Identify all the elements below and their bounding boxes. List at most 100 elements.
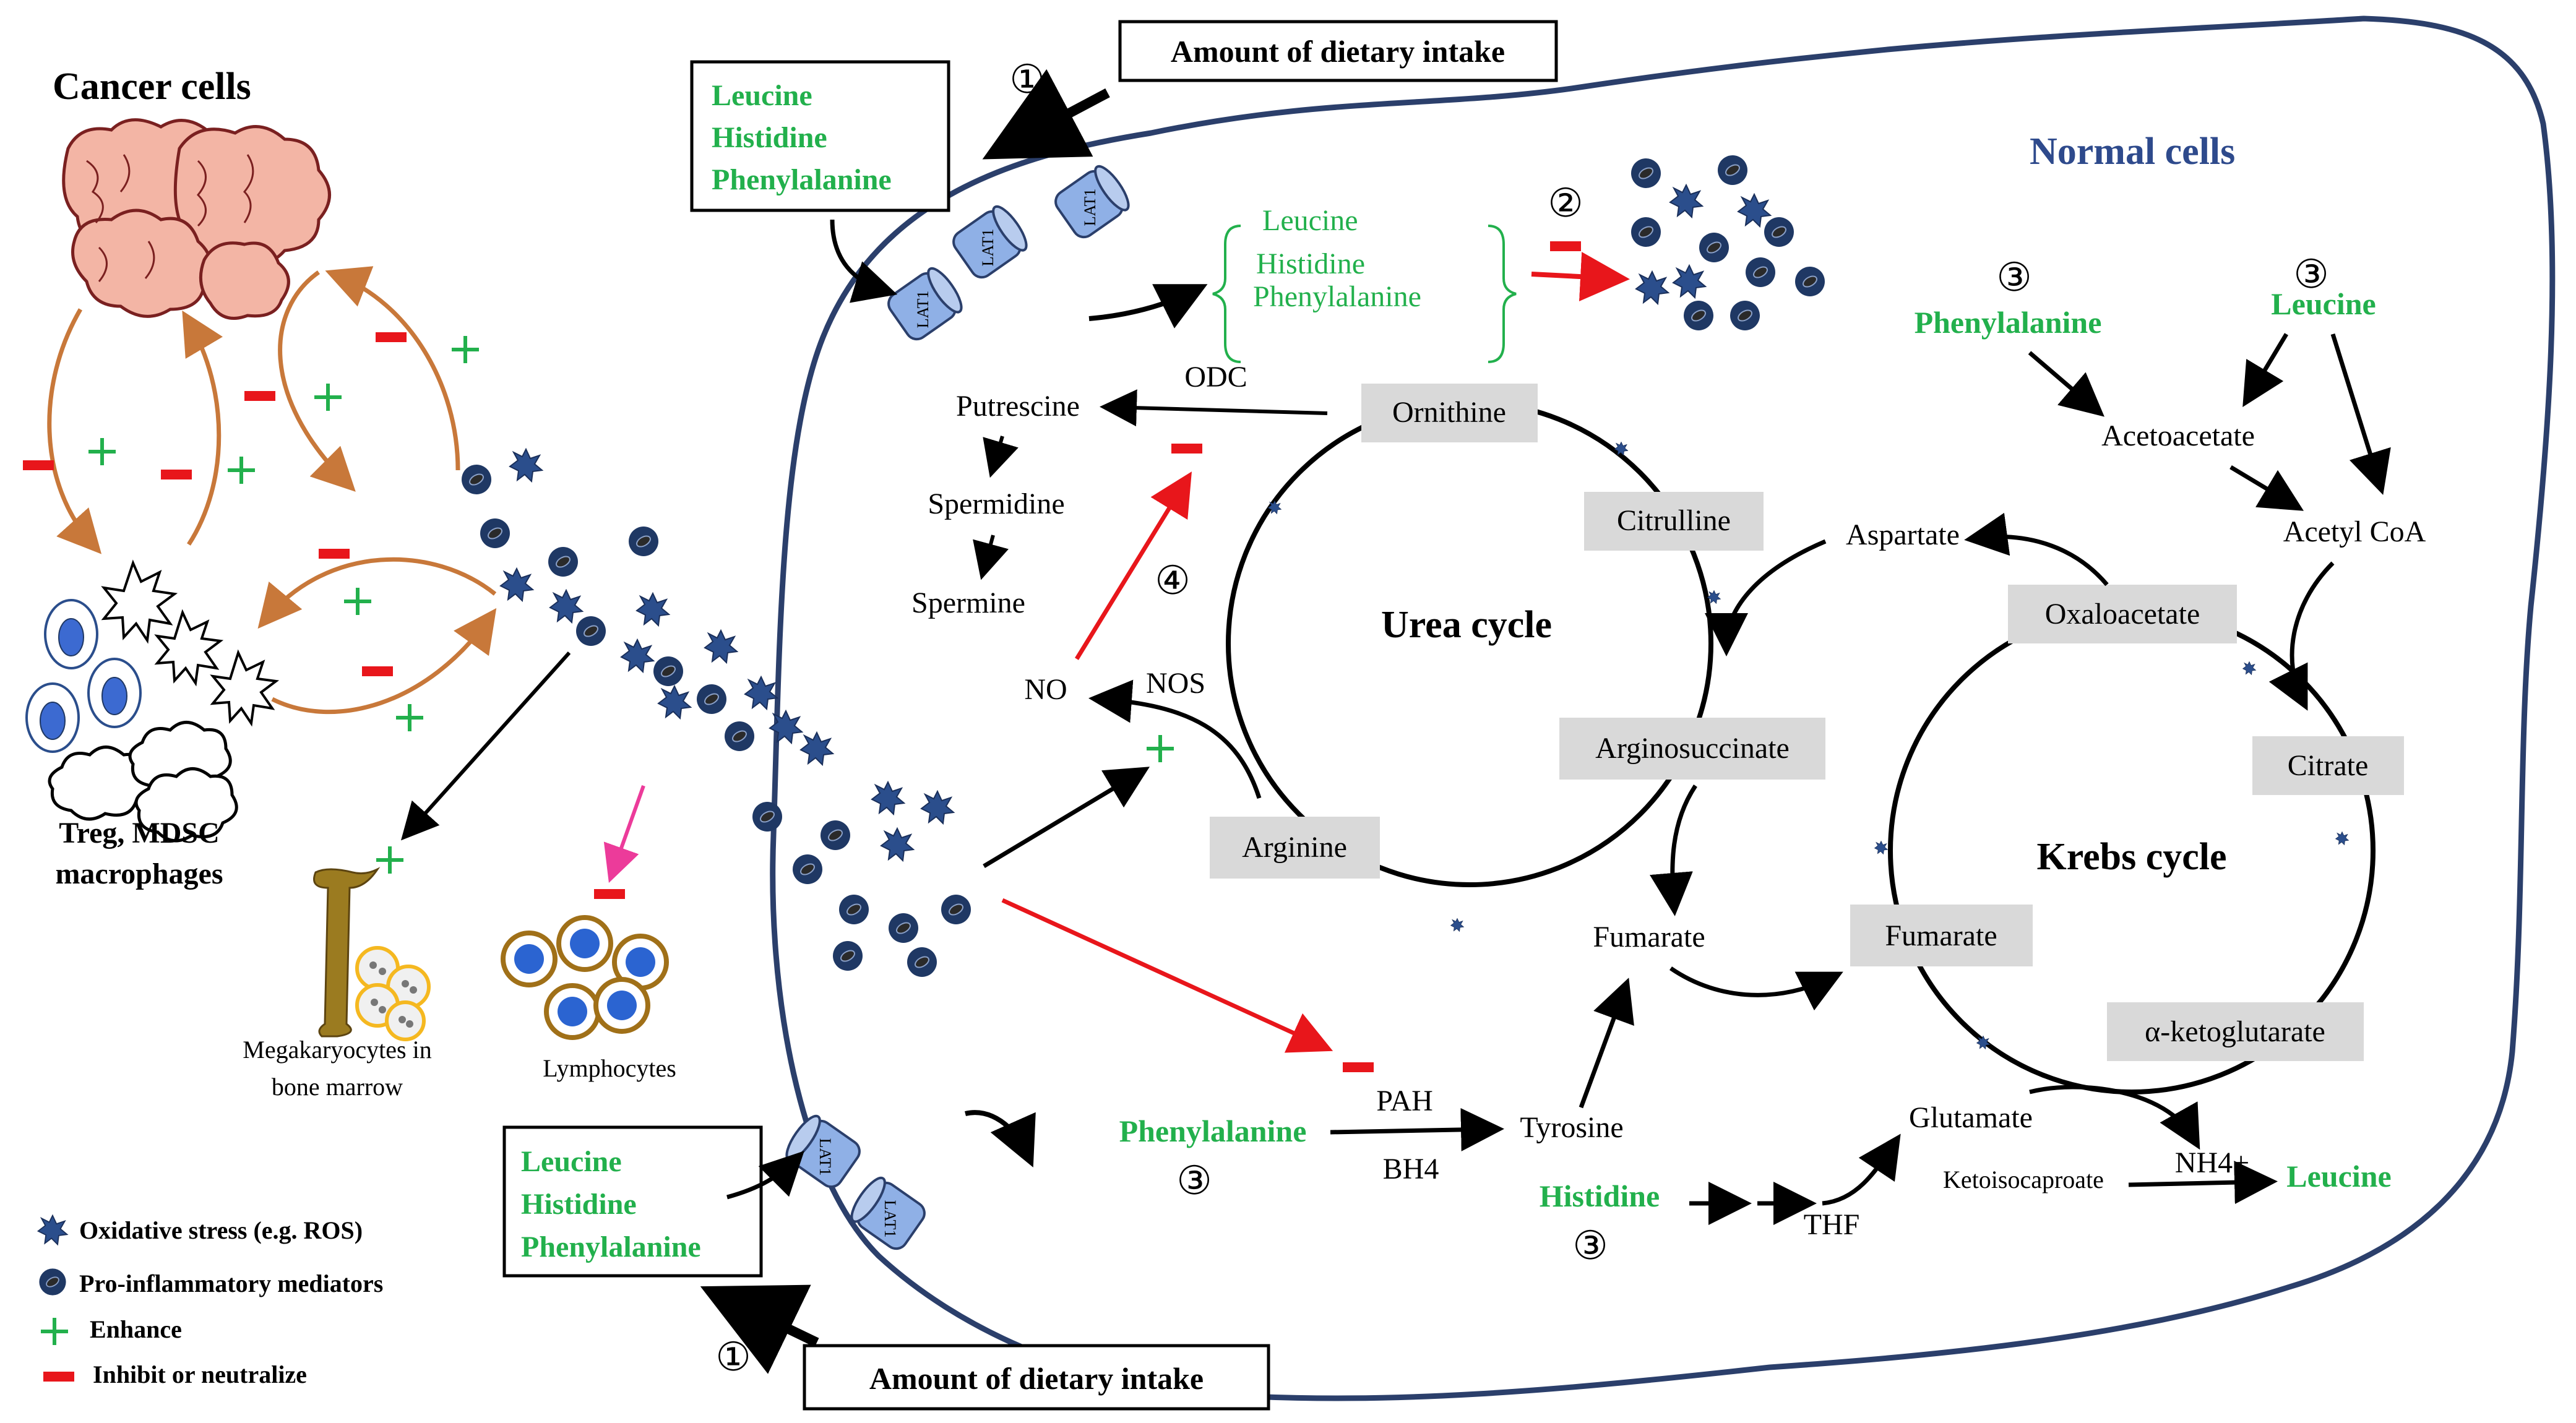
arrow-lat1-to-cell-top — [1088, 284, 1208, 329]
citrulline-box — [1584, 492, 1764, 551]
arginosuccinate-label: Arginosuccinate — [1595, 732, 1790, 765]
acetylcoa-label: Acetyl CoA — [2283, 515, 2426, 548]
immune-cells — [25, 559, 280, 843]
plus-nos — [1147, 735, 1174, 762]
phe-bottom-label: Phenylalanine — [1119, 1114, 1307, 1148]
lat1-transporters-top: LAT1 LAT1 LAT1 — [887, 165, 1130, 341]
pah-label: PAH — [1376, 1085, 1433, 1117]
marker-3-phe-bottom: ③ — [1176, 1159, 1212, 1203]
arrow-arginine-to-no — [1088, 679, 1262, 799]
akg-box — [2107, 1002, 2364, 1061]
aa-box-bottom-leucine: Leucine — [521, 1145, 622, 1178]
no-label: NO — [1024, 673, 1067, 706]
marker-3-phe-top: ③ — [1996, 256, 2031, 299]
arrow-acetylcoa-to-citrate — [2268, 561, 2335, 711]
immune-cells-label-1: Treg, MDSC — [59, 817, 220, 849]
arginine-box — [1210, 817, 1380, 879]
megakaryocyte-label-1: Megakaryocytes in — [243, 1036, 431, 1064]
ornithine-label: Ornithine — [1392, 396, 1506, 429]
plus-megakaryocytes — [376, 846, 403, 874]
arrow-arginosuccinate-to-fumarate — [1650, 785, 1697, 916]
legend-minus-icon — [43, 1372, 74, 1382]
minus-lymphocytes — [594, 889, 625, 899]
phe-top-label: Phenylalanine — [1915, 305, 2102, 340]
leu-top-label: Leucine — [2271, 286, 2376, 321]
arrow-putrescine-to-spermidine — [983, 436, 1019, 478]
arrow-to-megakaryocytes — [400, 651, 571, 841]
arginine-label: Arginine — [1242, 831, 1347, 864]
feedback-arrows — [47, 266, 497, 715]
ketoisocaproate-label: Ketoisocaproate — [1943, 1166, 2104, 1193]
arrow-no-inhibits-odc — [1075, 471, 1192, 660]
arrow-fumarate-to-krebs — [1669, 966, 1843, 1011]
legend-proinflammatory: Pro-inflammatory mediators — [79, 1270, 383, 1297]
leu-bottom-label: Leucine — [2286, 1159, 2391, 1193]
aa-box-top-histidine: Histidine — [712, 121, 827, 154]
legend-plus-icon — [41, 1318, 68, 1345]
thf-label: THF — [1804, 1208, 1860, 1241]
aa-box-bottom-histidine: Histidine — [521, 1188, 637, 1221]
marker-1-top: ① — [1009, 58, 1045, 101]
intracellular-phenylalanine: Phenylalanine — [1253, 280, 1421, 313]
intracellular-leucine: Leucine — [1262, 204, 1358, 237]
cancer-cell-texture — [86, 154, 254, 282]
arrow-intake-top — [982, 69, 1110, 160]
aspartate-label: Aspartate — [1846, 518, 1960, 551]
arrow-oxaloacetate-to-aspartate — [1964, 512, 2109, 587]
odc-label: ODC — [1184, 361, 1247, 393]
marker-3-his-bottom: ③ — [1572, 1224, 1608, 1268]
arrow-stream-to-nos — [983, 767, 1150, 869]
minus-mediators — [1550, 241, 1581, 251]
intake-top-label: Amount of dietary intake — [1171, 34, 1505, 69]
lat1-label: LAT1 — [1081, 189, 1099, 226]
glutamate-label: Glutamate — [1909, 1101, 2033, 1134]
aa-box-top-phenylalanine: Phenylalanine — [712, 163, 892, 196]
arrow-leu-to-acetoacetate — [2242, 333, 2289, 408]
bracket-left — [1212, 225, 1241, 363]
intracellular-histidine: Histidine — [1256, 247, 1365, 280]
marker-3-leu-top: ③ — [2293, 252, 2328, 296]
lat1-label: LAT1 — [914, 291, 932, 329]
bracket-right — [1488, 225, 1517, 363]
legend-oxidative: Oxidative stress (e.g. ROS) — [79, 1216, 363, 1244]
arrow-to-leucine — [2128, 1161, 2278, 1205]
arrow-leu-to-acetylcoa — [2330, 333, 2391, 496]
lymphocyte-label: Lymphocytes — [543, 1054, 676, 1082]
lymphocytes — [501, 915, 669, 1040]
ornithine-box — [1361, 384, 1538, 442]
minus-odc — [1171, 444, 1202, 454]
urea-cycle-title: Urea cycle — [1381, 604, 1552, 646]
marker-4: ④ — [1155, 559, 1190, 603]
aa-box-bottom — [502, 1125, 763, 1278]
arrow-thf-to-glutamate — [1822, 1133, 1901, 1206]
acetoacetate-label: Acetoacetate — [2101, 419, 2255, 452]
minus-pah — [1343, 1062, 1374, 1072]
putrescine-label: Putrescine — [956, 390, 1080, 423]
arrow-intake-bottom — [700, 1284, 819, 1374]
marker-2: ② — [1548, 181, 1583, 225]
spermine-label: Spermine — [911, 587, 1025, 619]
megakaryocyte — [313, 867, 431, 1041]
arrow-phe-to-tyrosine — [1330, 1107, 1504, 1151]
urea-fumarate-label: Fumarate — [1593, 921, 1705, 953]
legend-enhance: Enhance — [90, 1315, 182, 1343]
normal-cell-membrane — [770, 15, 2556, 1401]
arrow-glutamate-to-nh4 — [2029, 1085, 2200, 1150]
nos-label: NOS — [1146, 667, 1205, 700]
krebs-fumarate-box — [1850, 905, 2033, 966]
cancer-cell-cluster — [62, 118, 331, 320]
oxaloacetate-label: Oxaloacetate — [2045, 598, 2200, 630]
title-normal-cells: Normal cells — [2030, 131, 2235, 173]
citrate-box — [2252, 736, 2404, 795]
intake-bottom-label: Amount of dietary intake — [869, 1361, 1204, 1396]
citrate-label: Citrate — [2288, 749, 2369, 782]
intake-box-bottom — [803, 1344, 1270, 1411]
tyrosine-label: Tyrosine — [1520, 1111, 1623, 1144]
aa-box-top — [690, 60, 950, 212]
legend-inhibit: Inhibit or neutralize — [93, 1361, 307, 1388]
arrow-acetoacetate-to-acetylcoa — [2229, 465, 2304, 511]
arginosuccinate-box — [1559, 718, 1825, 780]
arrow-lat1-to-cell-bottom — [965, 1110, 1036, 1167]
krebs-cycle-title: Krebs cycle — [2036, 836, 2226, 878]
